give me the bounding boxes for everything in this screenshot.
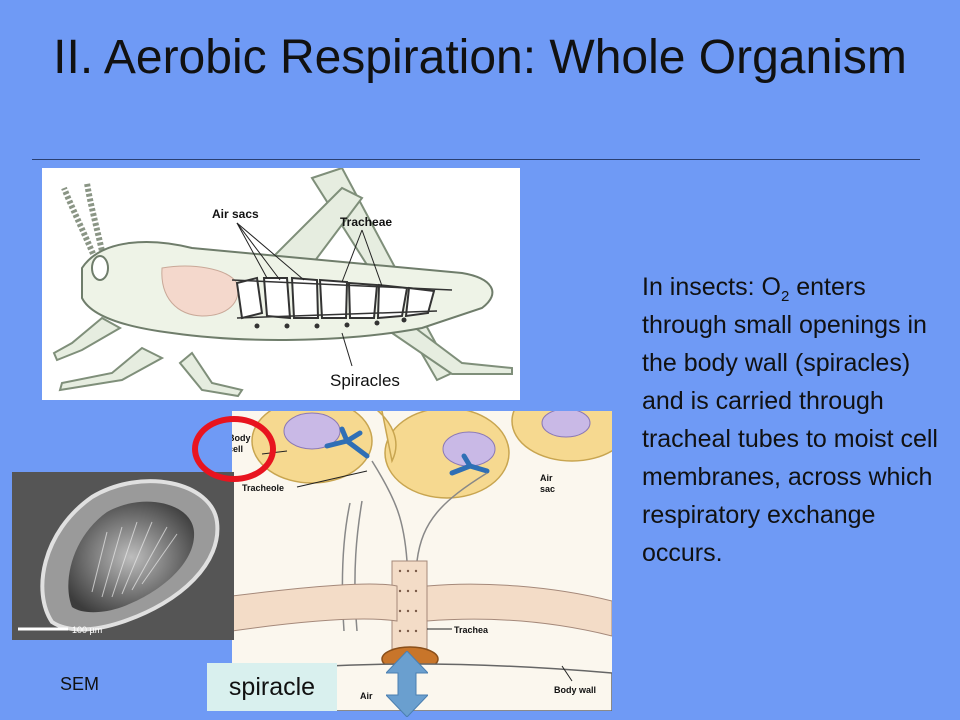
label-body-wall: Body wall <box>554 685 596 695</box>
highlight-ring <box>192 416 276 482</box>
sem-scale-bar-label: 100 µm <box>72 625 102 635</box>
sem-micrograph: 100 µm <box>12 472 234 640</box>
body-text: In insects: O2 enters through small open… <box>642 268 942 572</box>
label-air-sac-line1: Air <box>540 473 553 483</box>
label-air-sacs: Air sacs <box>212 207 259 221</box>
label-tracheae: Tracheae <box>340 215 392 229</box>
body-text-suffix: enters through small openings in the bod… <box>642 273 938 567</box>
body-text-subscript: 2 <box>780 288 790 305</box>
slide-title: II. Aerobic Respiration: Whole Organism <box>53 31 907 84</box>
tracheole-diagram: Body cell Tracheole Air sac Trachea Air … <box>232 411 612 711</box>
grasshopper-diagram: Air sacs Tracheae Spiracles <box>42 168 520 400</box>
label-trachea: Trachea <box>454 625 489 635</box>
spiracle-callout: spiracle <box>207 663 337 711</box>
title-divider <box>32 159 920 160</box>
sem-caption: SEM <box>60 674 100 694</box>
label-tracheole: Tracheole <box>242 483 284 493</box>
body-text-prefix: In insects: O <box>642 273 781 301</box>
double-arrow-icon <box>386 651 428 717</box>
label-air-sac-line2: sac <box>540 484 555 494</box>
label-air: Air <box>360 691 373 701</box>
label-spiracles: Spiracles <box>330 371 400 390</box>
